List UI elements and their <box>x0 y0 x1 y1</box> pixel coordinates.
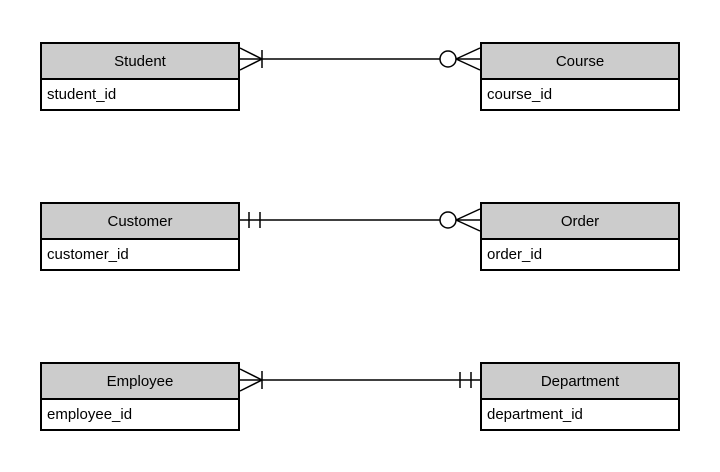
entity-name: Customer <box>107 212 173 230</box>
entity-name: Student <box>114 52 166 70</box>
entity-order[interactable]: Order order_id <box>480 202 680 271</box>
entity-body: student_id <box>42 80 238 109</box>
entity-header: Course <box>482 44 678 80</box>
zero-cardinality-circle <box>439 211 457 229</box>
entity-attribute: employee_id <box>47 406 133 423</box>
entity-name: Department <box>540 372 620 390</box>
relationship-employee-department[interactable] <box>239 368 480 392</box>
entity-attribute: student_id <box>47 86 117 103</box>
entity-body: course_id <box>482 80 678 109</box>
entity-customer[interactable]: Customer customer_id <box>40 202 240 271</box>
entity-header: Student <box>42 44 238 80</box>
entity-name: Course <box>555 52 605 70</box>
entity-attribute: department_id <box>487 406 583 423</box>
entity-student[interactable]: Student student_id <box>40 42 240 111</box>
entity-attribute: order_id <box>487 246 543 263</box>
entity-attribute: customer_id <box>47 246 129 263</box>
entity-body: employee_id <box>42 400 238 429</box>
entity-attribute: course_id <box>487 86 553 103</box>
entity-name: Order <box>560 212 600 230</box>
entity-header: Customer <box>42 204 238 240</box>
entity-body: department_id <box>482 400 678 429</box>
entity-header: Department <box>482 364 678 400</box>
entity-department[interactable]: Department department_id <box>480 362 680 431</box>
entity-employee[interactable]: Employee employee_id <box>40 362 240 431</box>
entity-course[interactable]: Course course_id <box>480 42 680 111</box>
entity-body: customer_id <box>42 240 238 269</box>
relationship-student-course[interactable] <box>239 47 481 71</box>
entity-header: Employee <box>42 364 238 400</box>
zero-cardinality-circle <box>439 50 457 68</box>
entity-body: order_id <box>482 240 678 269</box>
entity-name: Employee <box>106 372 174 390</box>
relationship-customer-order[interactable] <box>240 208 481 232</box>
entity-header: Order <box>482 204 678 240</box>
